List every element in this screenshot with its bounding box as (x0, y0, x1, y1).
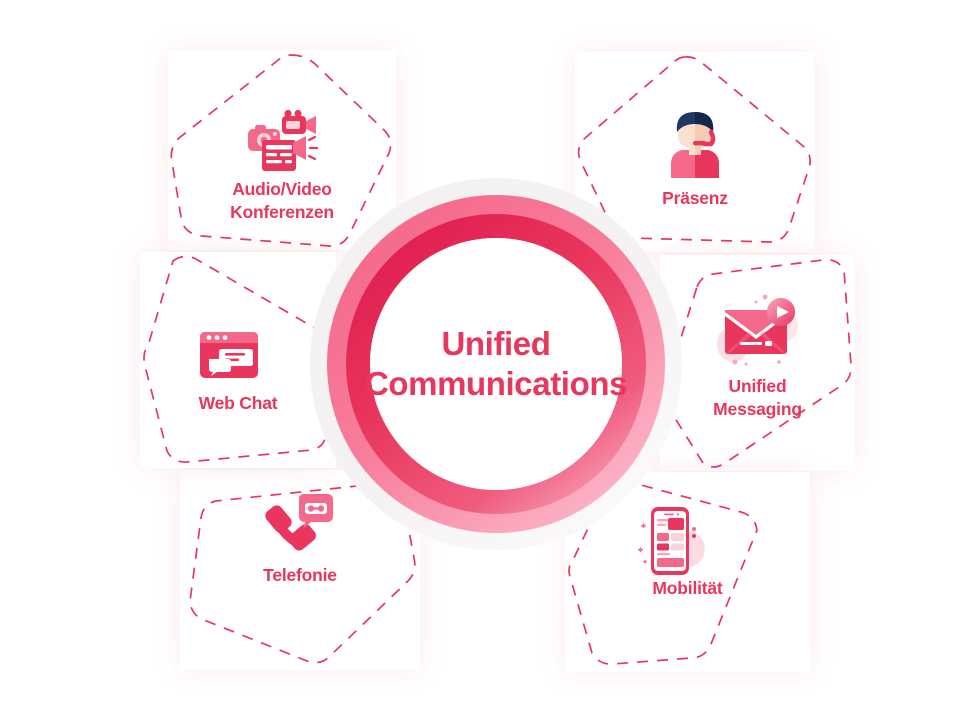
petal-web-chat[interactable]: Web Chat (140, 252, 336, 468)
center-hub-ring (310, 178, 682, 550)
petal-unified-messaging[interactable]: Unified Messaging (660, 255, 855, 471)
